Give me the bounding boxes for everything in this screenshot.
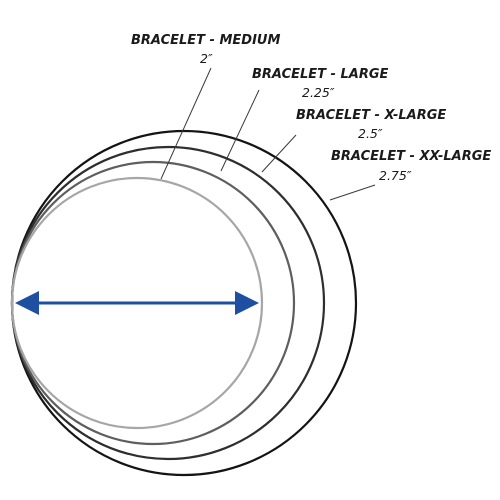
large-label: BRACELET - LARGE — [252, 67, 389, 82]
large-diameter: 2.25″ — [302, 85, 335, 100]
medium-diameter: 2″ — [200, 51, 213, 66]
medium-leader-line — [160, 67, 212, 180]
medium-label: BRACELET - MEDIUM — [131, 33, 280, 48]
xlarge-leader-line — [261, 134, 297, 173]
xxlarge-leader-line — [329, 184, 376, 201]
xlarge-diameter: 2.5″ — [358, 126, 383, 141]
xxlarge-label: BRACELET - XX-LARGE — [331, 149, 491, 164]
xxlarge-diameter: 2.75″ — [379, 168, 412, 183]
medium-circle — [10, 176, 264, 430]
large-leader-line — [220, 89, 260, 172]
xlarge-label: BRACELET - X-LARGE — [296, 108, 446, 123]
